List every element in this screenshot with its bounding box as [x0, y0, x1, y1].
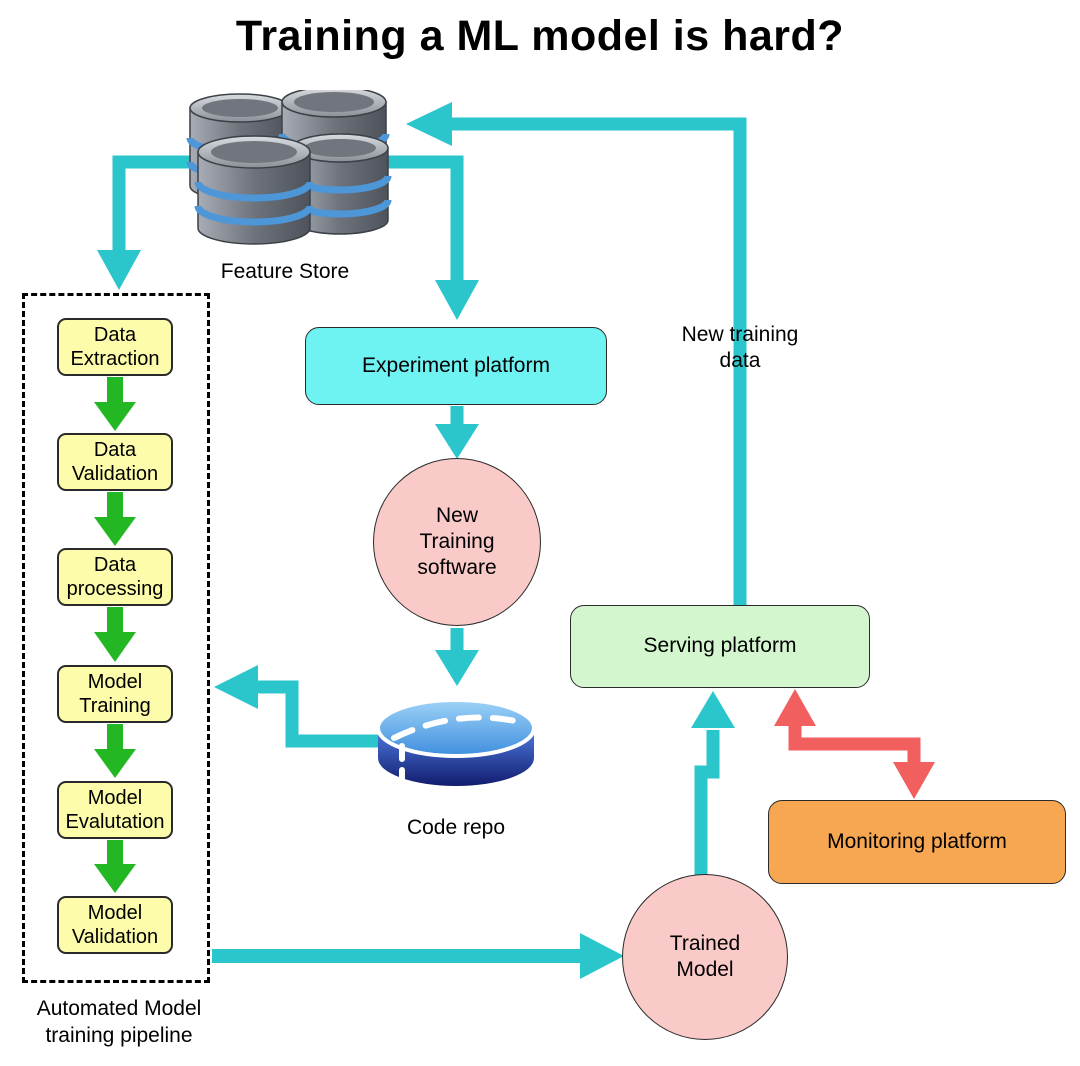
step-data-extraction: Data Extraction — [57, 318, 173, 376]
automated-pipeline-box — [22, 293, 210, 983]
step-data-validation: Data Validation — [57, 433, 173, 491]
page-title: Training a ML model is hard? — [235, 12, 845, 60]
step-model-training: Model Training — [57, 665, 173, 723]
arrow-new-training-software-to-code-repo — [435, 628, 479, 686]
arrow-serving-monitoring-bidirectional — [774, 689, 935, 799]
serving-platform-node: Serving platform — [570, 605, 870, 688]
trained-model-node: Trained Model — [622, 874, 788, 1040]
new-training-data-label: New training data — [681, 322, 799, 372]
code-repo-label: Code repo — [406, 815, 506, 839]
code-repo-icon — [372, 684, 540, 796]
feature-store-label: Feature Store — [220, 259, 350, 283]
monitoring-platform-node: Monitoring platform — [768, 800, 1066, 884]
arrow-model-validation-to-trained-model — [212, 933, 624, 979]
experiment-platform-node: Experiment platform — [305, 327, 607, 405]
feature-store-icon — [182, 86, 394, 248]
arrow-code-repo-to-model-training — [214, 665, 381, 748]
step-model-evaluation: Model Evalutation — [57, 781, 173, 839]
new-training-software-node: New Training software — [373, 458, 541, 626]
step-data-processing: Data processing — [57, 548, 173, 606]
arrow-trained-model-to-serving-platform — [691, 691, 735, 878]
step-model-validation: Model Validation — [57, 896, 173, 954]
arrow-experiment-to-new-training-software — [435, 406, 479, 459]
pipeline-caption: Automated Model training pipeline — [36, 997, 202, 1048]
